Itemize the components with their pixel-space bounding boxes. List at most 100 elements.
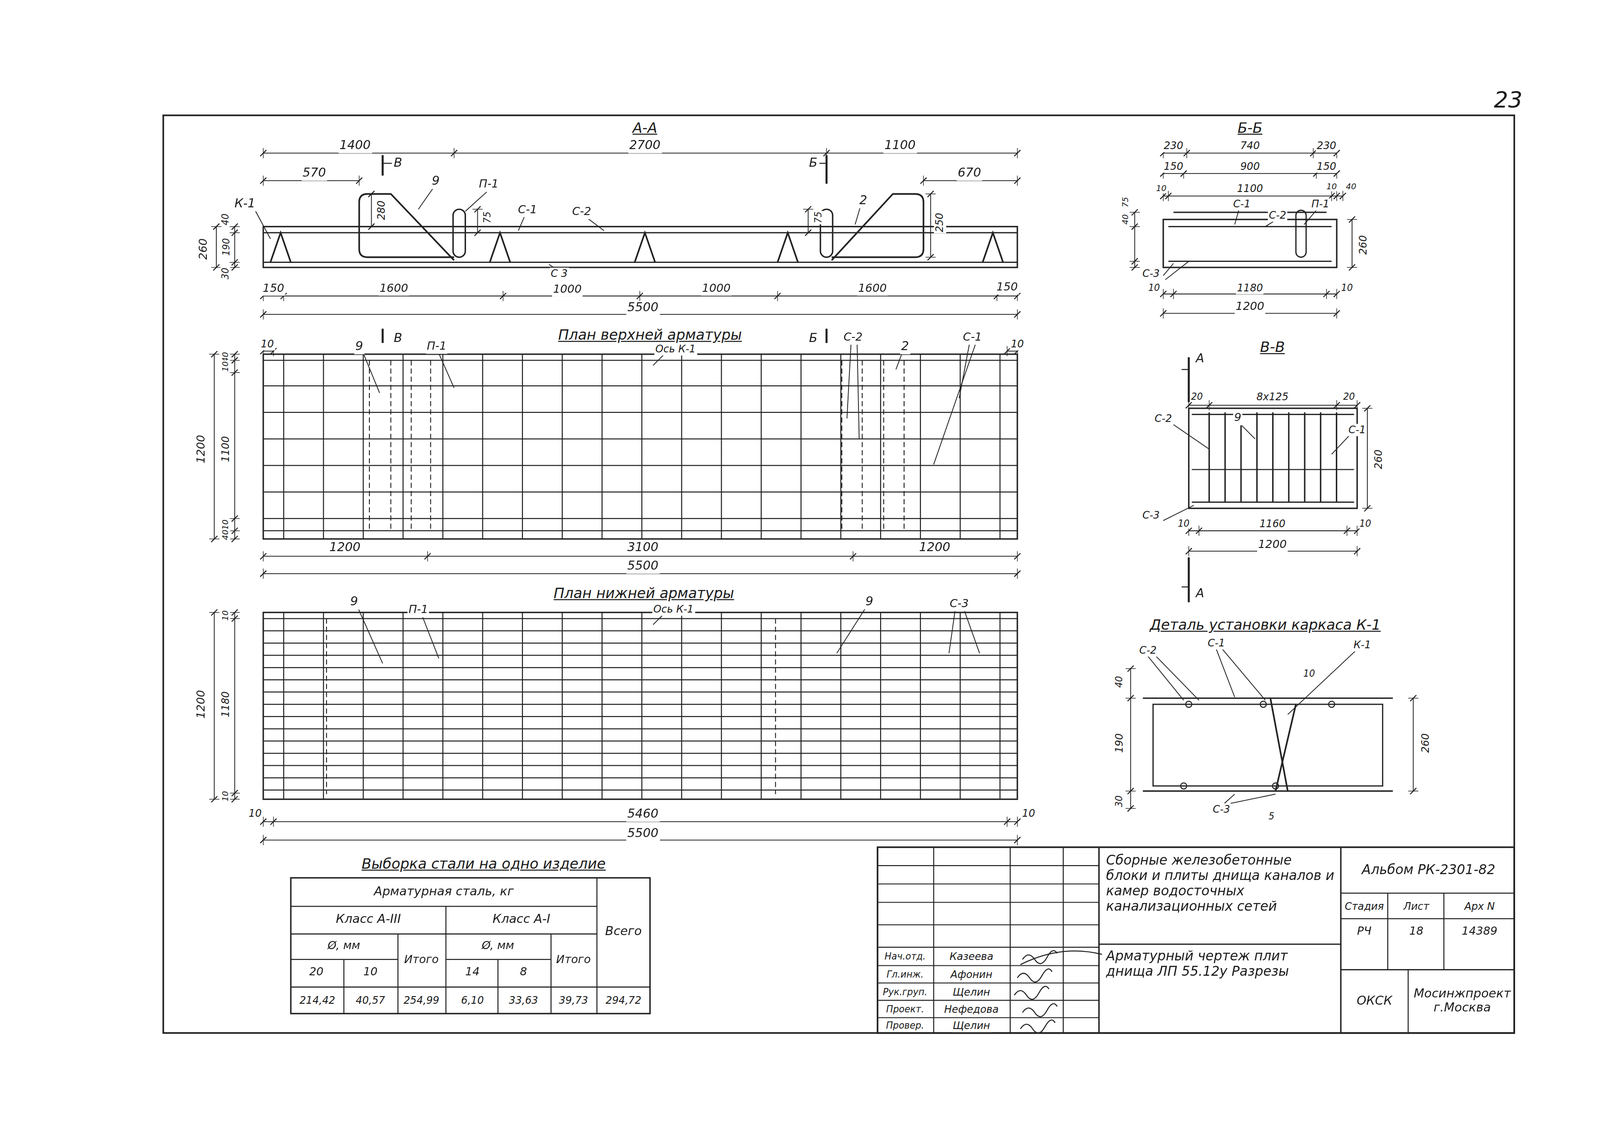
drawing-label: Арх N	[1463, 900, 1496, 913]
drawing-line	[262, 550, 264, 562]
drawing-line	[1287, 651, 1356, 715]
drawing-label: 20	[1189, 391, 1204, 402]
drawing-line	[453, 148, 455, 159]
drawing-line	[1191, 413, 1354, 416]
drawing-label: 260	[1357, 233, 1370, 256]
drawing-line	[857, 343, 860, 439]
drawing-line	[1125, 807, 1136, 809]
drawing-line	[1336, 400, 1337, 411]
drawing-line	[1020, 1019, 1056, 1033]
drawing-line	[959, 354, 961, 539]
drawing-line	[229, 798, 240, 800]
drawing-label: 1400	[338, 139, 373, 154]
drawing-label: 1200	[1257, 538, 1288, 552]
drawing-label: 1000	[700, 282, 732, 296]
drawing-line	[410, 360, 412, 531]
drawing-line	[263, 354, 1018, 539]
drawing-line	[802, 232, 814, 234]
drawing-line	[895, 353, 903, 370]
drawing-label: Всего	[604, 924, 644, 939]
drawing-line	[1173, 211, 1327, 213]
drawing-label: 214,42	[298, 993, 337, 1006]
drawing-label: 5460	[626, 807, 660, 822]
drawing-line	[760, 354, 762, 539]
drawing-label: 1100	[883, 139, 917, 154]
drawing-label: С-3	[948, 597, 971, 611]
drawing-line	[550, 933, 552, 1014]
drawing-line	[1134, 212, 1136, 268]
drawing-line	[596, 877, 598, 1014]
drawing-line	[1099, 943, 1342, 945]
drawing-line	[831, 193, 924, 261]
drawing-line	[1129, 211, 1140, 213]
drawing-label: Сборные железобетонные блоки и плиты дни…	[1105, 853, 1338, 915]
drawing-line	[442, 612, 444, 800]
drawing-line	[641, 354, 643, 539]
drawing-line	[932, 846, 934, 1033]
drawing-line	[229, 618, 240, 619]
drawing-line	[1346, 525, 1348, 537]
drawing-line	[1240, 424, 1256, 439]
drawing-label: Щелин	[951, 1019, 992, 1032]
drawing-line	[522, 612, 523, 800]
drawing-line	[1017, 968, 1053, 982]
drawing-label: Гл.инж.	[885, 969, 925, 980]
drawing-label: С-1	[961, 331, 984, 345]
drawing-label: 1200	[918, 541, 952, 556]
drawing-line	[1312, 148, 1314, 159]
drawing-label: 1100	[1236, 182, 1265, 195]
drawing-line	[1016, 309, 1018, 320]
drawing-line	[1007, 350, 1018, 352]
drawing-line	[1009, 846, 1011, 1033]
drawing-line	[229, 792, 240, 794]
drawing-line	[214, 612, 215, 800]
drawing-label: Ось К-1	[654, 343, 697, 355]
drawing-line	[959, 612, 961, 800]
drawing-line	[1007, 345, 1008, 357]
drawing-line	[1224, 412, 1226, 503]
drawing-label: 30	[220, 266, 231, 280]
drawing-line	[366, 193, 377, 195]
drawing-label: П-1	[425, 340, 448, 354]
drawing-line	[366, 226, 377, 227]
drawing-label: Афонин	[949, 968, 994, 981]
drawing-label: 10	[1147, 282, 1161, 294]
drawing-line	[681, 354, 682, 539]
drawing-line	[877, 864, 1099, 866]
drawing-line	[1216, 648, 1235, 697]
drawing-label: 3100	[626, 541, 660, 556]
drawing-label: С-3	[1141, 509, 1161, 522]
drawing-line	[1362, 407, 1373, 409]
drawing-line	[880, 354, 882, 539]
drawing-line	[1340, 968, 1515, 971]
drawing-line	[1016, 816, 1018, 827]
drawing-line	[1357, 400, 1358, 411]
drawing-line	[802, 209, 814, 210]
drawing-line	[283, 612, 285, 800]
drawing-label: Мосинжпроект г.Москва	[1410, 986, 1515, 1015]
drawing-label: 6,10	[460, 993, 486, 1006]
drawing-line	[234, 612, 236, 800]
drawing-label: 190	[1113, 732, 1126, 754]
drawing-line	[263, 740, 1018, 742]
drawing-line	[855, 207, 861, 225]
drawing-line	[1357, 545, 1358, 557]
drawing-line	[489, 232, 511, 263]
drawing-line	[1163, 195, 1344, 197]
drawing-label: 23	[1492, 87, 1524, 113]
drawing-line	[211, 226, 222, 227]
drawing-line	[1362, 508, 1373, 509]
drawing-line	[1168, 191, 1169, 202]
drawing-line	[1342, 191, 1344, 202]
drawing-line	[263, 261, 1018, 263]
drawing-line	[472, 232, 483, 234]
drawing-label: Провер.	[885, 1020, 926, 1031]
drawing-label: 14389	[1460, 925, 1499, 939]
drawing-line	[263, 765, 1018, 766]
drawing-label: 1180	[1236, 281, 1265, 294]
drawing-line	[229, 530, 240, 531]
drawing-line	[371, 193, 373, 227]
drawing-label: 2	[900, 340, 910, 355]
drawing-line	[362, 612, 364, 800]
drawing-line	[518, 216, 525, 231]
